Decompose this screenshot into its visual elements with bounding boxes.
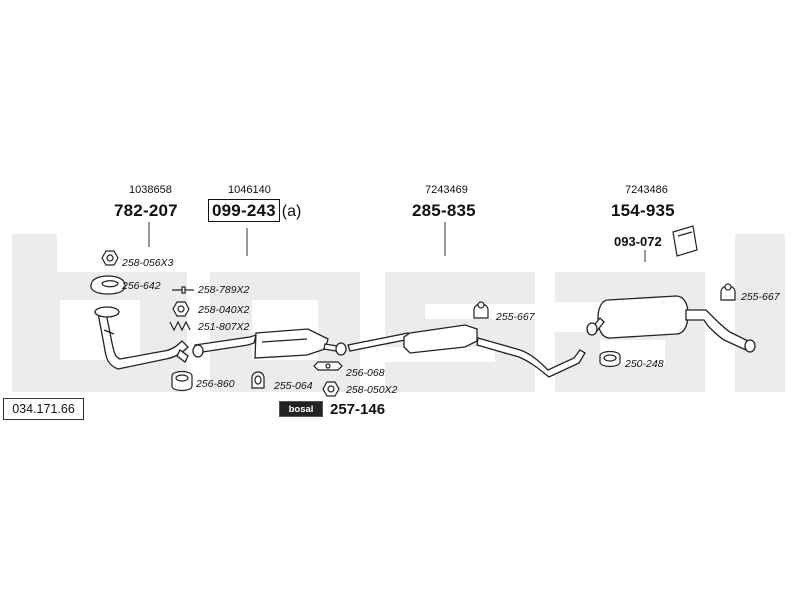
oe-number-2: 1046140 bbox=[228, 184, 271, 196]
bolt-icon bbox=[172, 286, 186, 294]
part-number-centre-silencer[interactable]: 285-835 bbox=[412, 201, 476, 220]
heat-shield-icon bbox=[672, 225, 698, 257]
fitting-label[interactable]: 255-667 bbox=[741, 291, 780, 303]
fitting-label[interactable]: 258-056X3 bbox=[122, 257, 174, 269]
fitting-icons bbox=[90, 225, 736, 397]
kit-part-number[interactable]: 257-146 bbox=[330, 401, 386, 418]
centre-silencer bbox=[347, 324, 586, 378]
oe-number-4: 7243486 bbox=[625, 184, 668, 196]
catalog-code: 034.171.66 bbox=[3, 398, 84, 420]
fitting-label[interactable]: 258-789X2 bbox=[198, 284, 250, 296]
fitting-label[interactable]: 255-667 bbox=[496, 311, 535, 323]
fitting-label[interactable]: 256-860 bbox=[196, 378, 235, 390]
part-number-rear-silencer[interactable]: 154-935 bbox=[611, 201, 675, 220]
part-number-catalytic[interactable]: 099-243 bbox=[208, 199, 280, 222]
part-number-catalytic-group: 099-243(a) bbox=[208, 199, 302, 222]
oe-number-3: 7243469 bbox=[425, 184, 468, 196]
rubber-mount-icon bbox=[473, 303, 489, 319]
fitting-label[interactable]: 250-248 bbox=[625, 358, 664, 370]
fitting-label[interactable]: 258-040X2 bbox=[198, 304, 250, 316]
part-suffix: (a) bbox=[281, 203, 302, 220]
part-number-heat-shield[interactable]: 093-072 bbox=[614, 234, 662, 249]
oe-number-1: 1038658 bbox=[129, 184, 172, 196]
rubber-mount-icon bbox=[720, 285, 736, 301]
fitting-label[interactable]: 251-807X2 bbox=[198, 321, 250, 333]
catalytic-converter bbox=[192, 328, 347, 359]
leader-lines bbox=[148, 222, 646, 262]
fitting-label[interactable]: 256-642 bbox=[122, 280, 161, 292]
bosal-kit-badge: bosal bbox=[279, 401, 323, 417]
gasket-icon bbox=[90, 275, 126, 295]
fitting-label[interactable]: 256-068 bbox=[346, 367, 385, 379]
fitting-label[interactable]: 258-050X2 bbox=[346, 384, 398, 396]
fitting-label[interactable]: 255-064 bbox=[274, 380, 313, 392]
rear-silencer bbox=[586, 295, 756, 353]
part-number-front-pipe[interactable]: 782-207 bbox=[114, 201, 178, 220]
front-pipe bbox=[94, 306, 189, 370]
spring-icon bbox=[169, 320, 191, 332]
